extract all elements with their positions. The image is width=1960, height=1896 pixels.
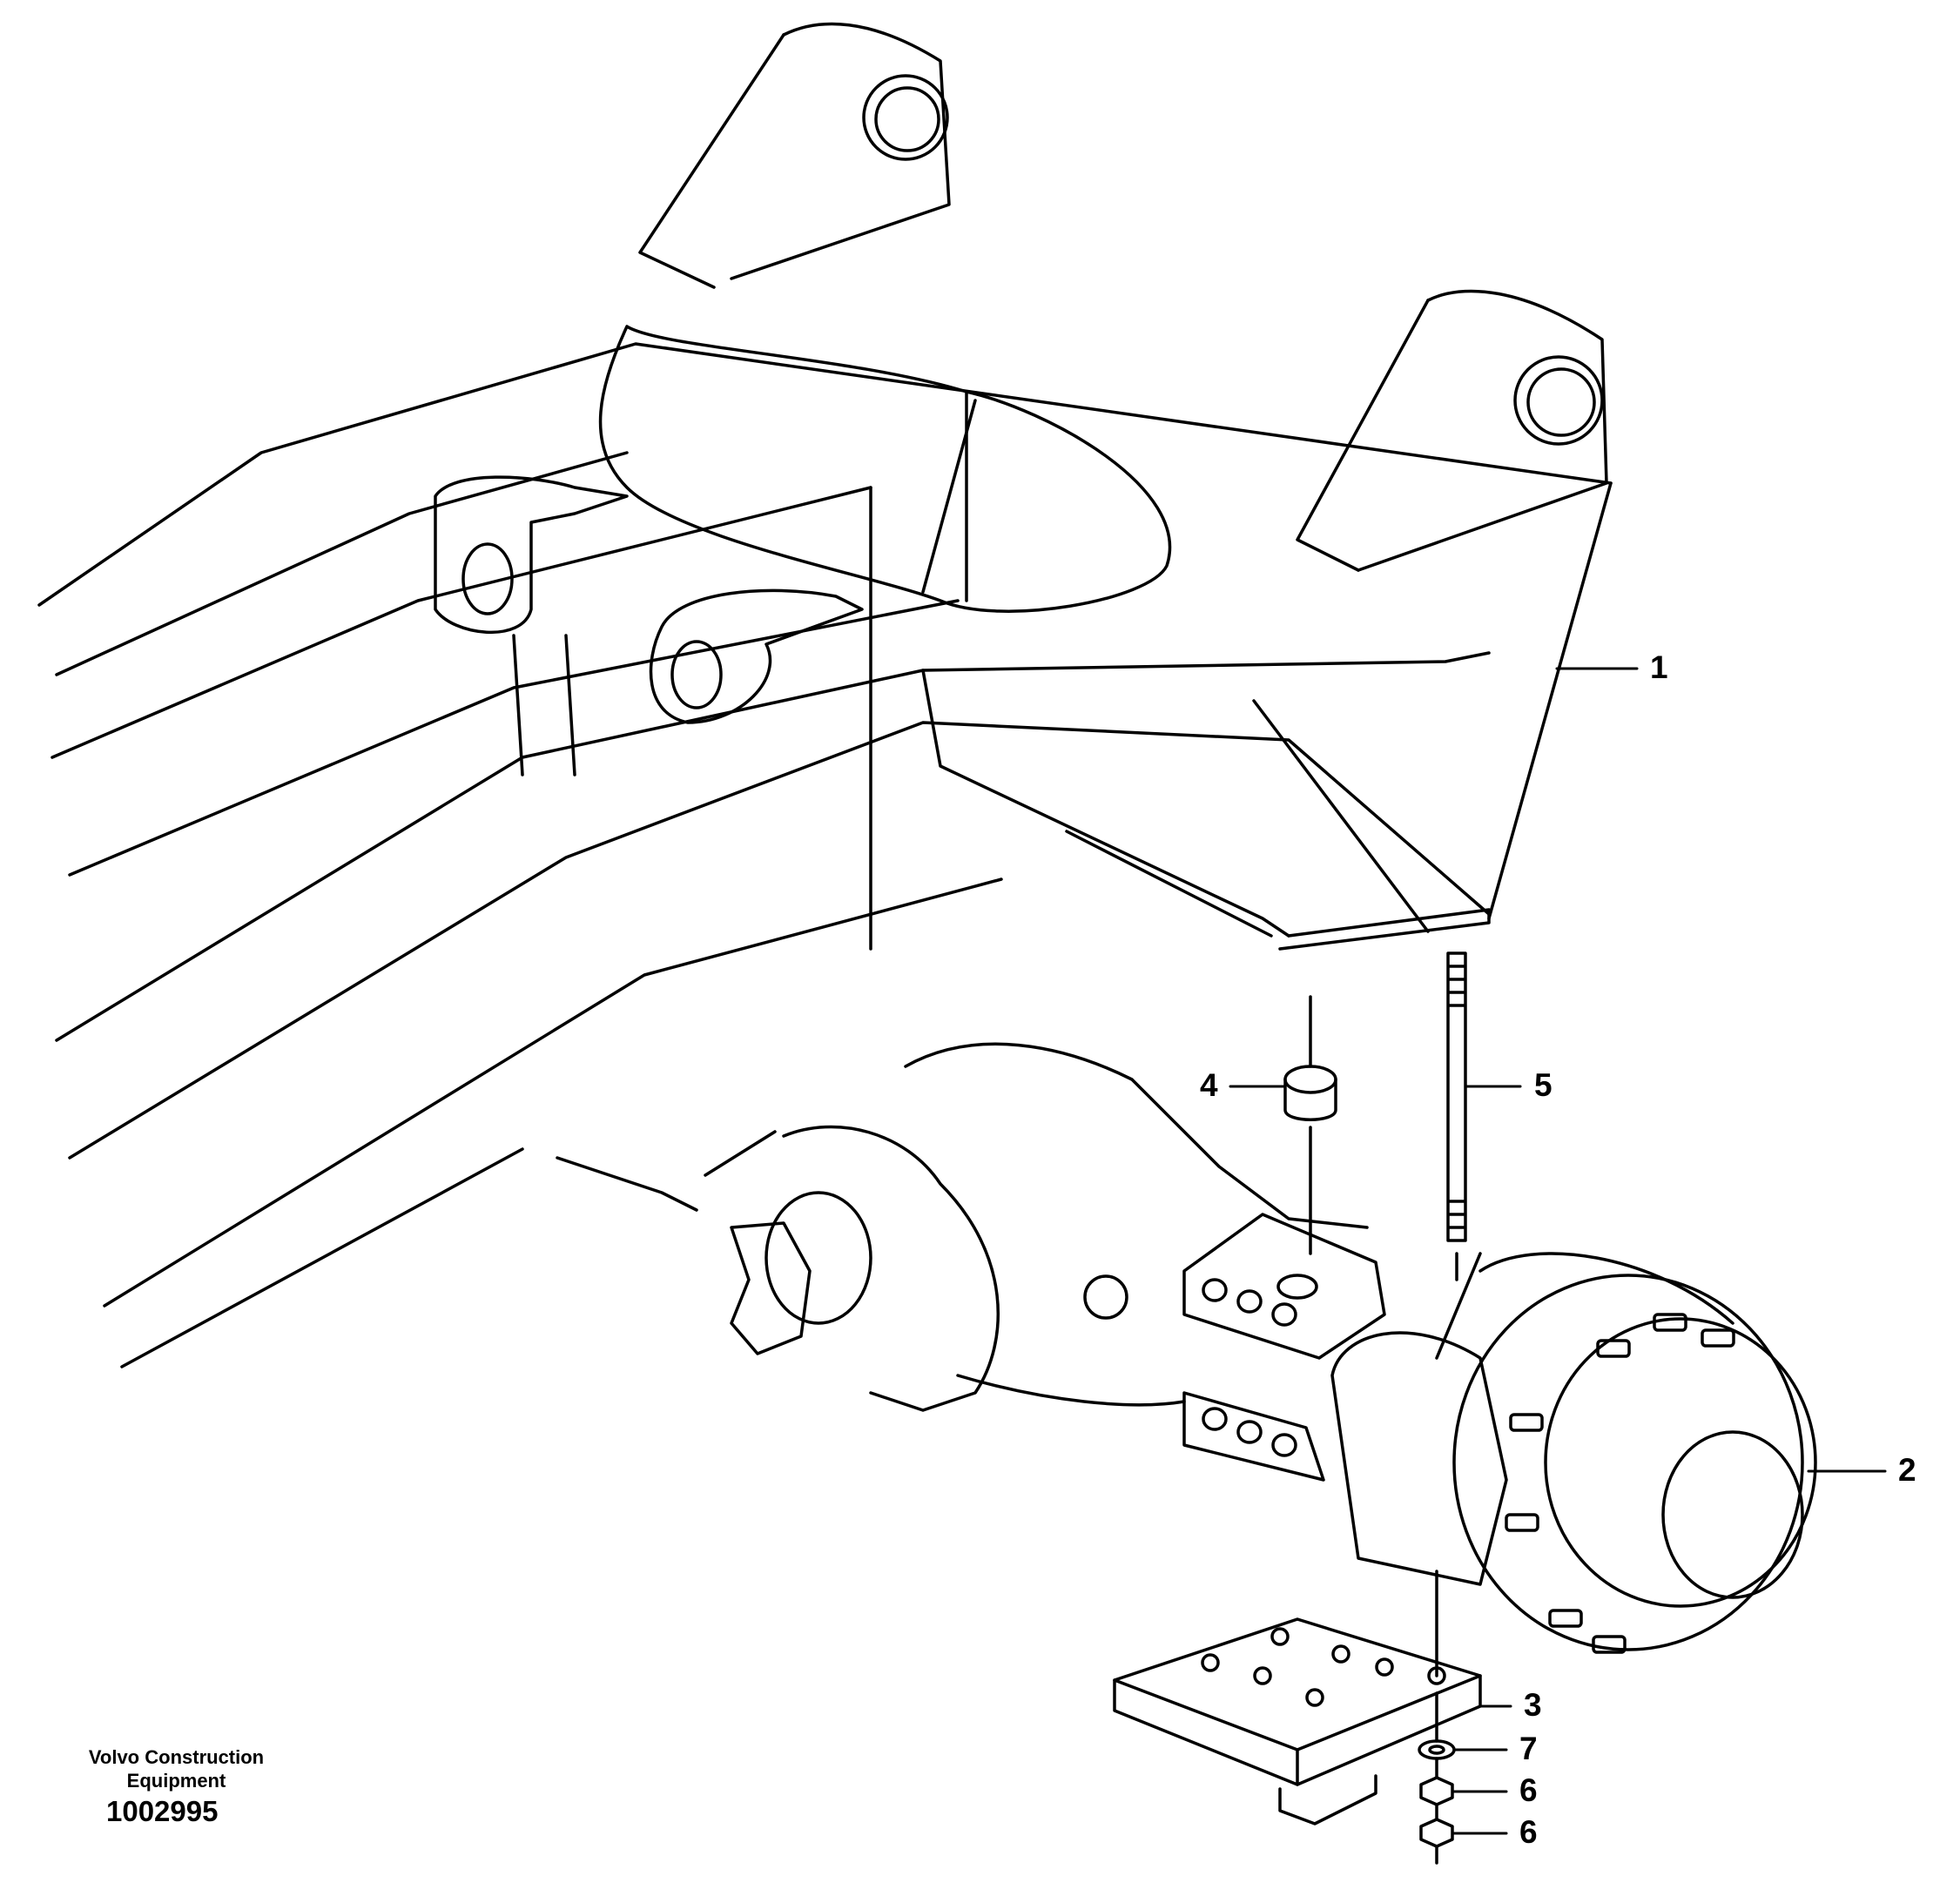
leader-lines: [1229, 667, 1887, 1835]
callout-6-upper: 6: [1519, 1772, 1538, 1808]
wheel-hub-drawing: [1330, 1252, 1817, 1654]
hub-bolt-group: [1505, 1313, 1735, 1654]
stud-drawing: [1446, 951, 1467, 1281]
publisher-caption: Volvo Construction Equipment: [65, 1745, 287, 1792]
axle-housing-drawing: [556, 1042, 1386, 1482]
pad-drawing: [1113, 1570, 1482, 1825]
publisher-line-2: Equipment: [126, 1770, 226, 1792]
callout-5: 5: [1534, 1067, 1553, 1103]
callout-2: 2: [1898, 1452, 1916, 1488]
callout-1: 1: [1650, 649, 1668, 685]
bushing-drawing: [1283, 995, 1337, 1255]
publisher-line-1: Volvo Construction: [88, 1746, 265, 1768]
callout-4: 4: [1200, 1067, 1218, 1103]
figure-number: 1002995: [106, 1795, 219, 1827]
callout-3: 3: [1524, 1687, 1542, 1723]
frame-drawing: [37, 22, 1613, 1368]
callout-7: 7: [1519, 1731, 1538, 1766]
fastener-stack-drawing: [1418, 1691, 1456, 1865]
callout-6-lower: 6: [1519, 1814, 1538, 1850]
